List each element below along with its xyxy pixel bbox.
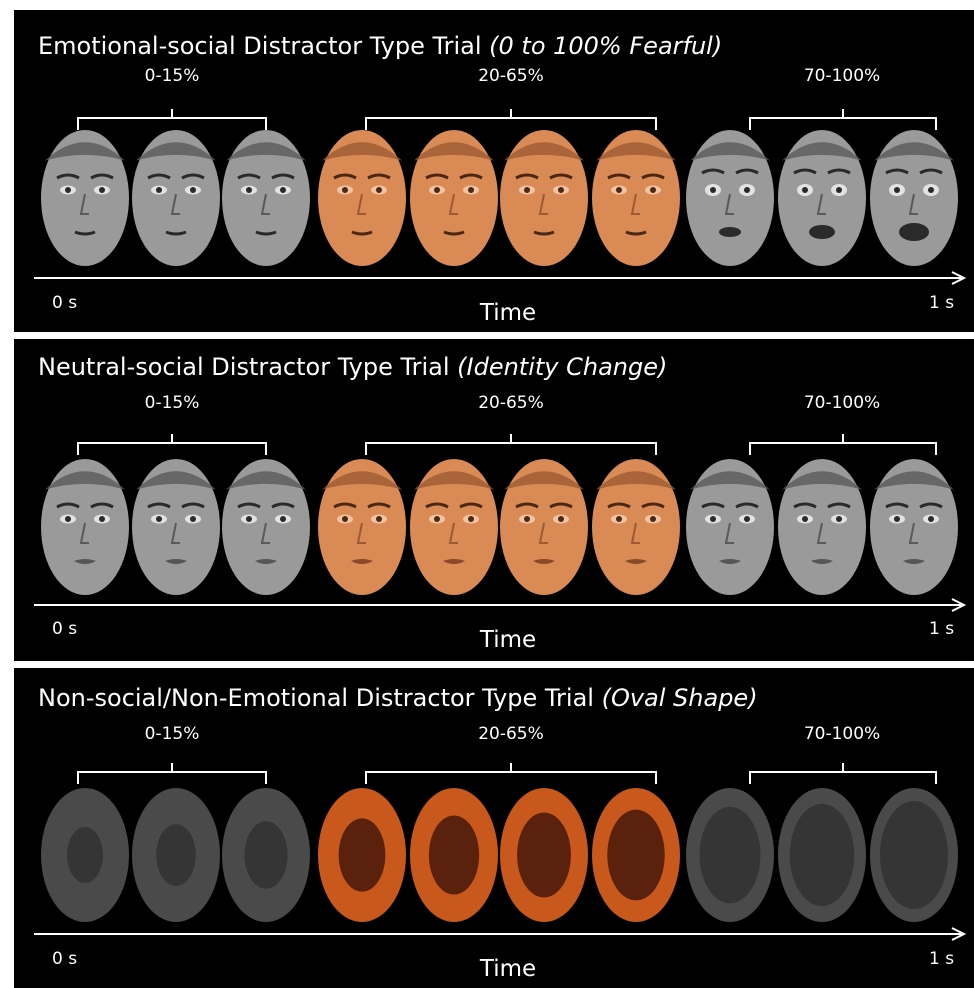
oval-stimulus	[778, 788, 866, 922]
panel-title: Emotional-social Distractor Type Trial (…	[38, 32, 723, 60]
oval-stimulus	[592, 788, 680, 922]
oval-stimulus	[318, 788, 406, 922]
group-bracket	[77, 763, 267, 784]
arrowhead-icon	[951, 598, 967, 612]
stimulus-sequence	[34, 434, 967, 612]
face-stimulus	[41, 459, 129, 595]
face-stimulus	[686, 130, 774, 266]
face-stimulus	[686, 459, 774, 595]
group-label-mid: 20-65%	[478, 66, 544, 86]
oval-stimulus	[870, 788, 958, 922]
time-end-label: 1 s	[929, 619, 955, 639]
group-bracket	[365, 109, 657, 130]
oval-stimulus	[41, 788, 129, 922]
face-stimulus	[870, 130, 958, 266]
face-stimulus	[592, 459, 680, 595]
group-label-high: 70-100%	[803, 724, 881, 744]
panel-title: Non-social/Non-Emotional Distractor Type…	[38, 684, 758, 712]
oval-stimulus	[132, 788, 220, 922]
face-stimulus	[410, 130, 498, 266]
face-stimulus	[870, 459, 958, 595]
face-stimulus	[222, 130, 310, 266]
stimulus-sequence	[34, 109, 967, 285]
group-label-low: 0-15%	[144, 393, 200, 413]
group-label-low: 0-15%	[144, 66, 200, 86]
non-social-panel: Non-social/Non-Emotional Distractor Type…	[14, 668, 974, 988]
group-bracket	[77, 109, 267, 130]
oval-stimulus	[686, 788, 774, 922]
oval-stimulus	[222, 788, 310, 922]
group-bracket	[365, 434, 657, 455]
group-bracket	[749, 109, 937, 130]
group-label-high: 70-100%	[803, 393, 881, 413]
face-stimulus	[410, 459, 498, 595]
arrowhead-icon	[951, 271, 967, 285]
group-bracket	[749, 434, 937, 455]
time-axis-label: Time	[479, 627, 537, 653]
face-stimulus	[500, 130, 588, 266]
time-start-label: 0 s	[52, 293, 78, 313]
face-stimulus	[318, 130, 406, 266]
face-stimulus	[592, 130, 680, 266]
time-axis-label: Time	[479, 956, 537, 982]
time-end-label: 1 s	[929, 293, 955, 313]
face-stimulus	[132, 130, 220, 266]
face-stimulus	[500, 459, 588, 595]
group-label-mid: 20-65%	[478, 393, 544, 413]
face-stimulus	[318, 459, 406, 595]
group-bracket	[365, 763, 657, 784]
group-bracket	[77, 434, 267, 455]
oval-stimulus	[410, 788, 498, 922]
face-stimulus	[41, 130, 129, 266]
stimulus-sequence	[34, 763, 967, 941]
neutral-social-panel: Neutral-social Distractor Type Trial (Id…	[14, 339, 974, 661]
time-start-label: 0 s	[52, 619, 78, 639]
emotional-social-panel: Emotional-social Distractor Type Trial (…	[14, 10, 974, 332]
face-stimulus	[778, 459, 866, 595]
arrowhead-icon	[951, 927, 967, 941]
group-label-mid: 20-65%	[478, 724, 544, 744]
group-bracket	[749, 763, 937, 784]
group-label-high: 70-100%	[803, 66, 881, 86]
time-start-label: 0 s	[52, 949, 78, 969]
time-end-label: 1 s	[929, 949, 955, 969]
panel-title: Neutral-social Distractor Type Trial (Id…	[38, 353, 668, 381]
time-axis-label: Time	[479, 300, 537, 326]
oval-stimulus	[500, 788, 588, 922]
face-stimulus	[778, 130, 866, 266]
face-stimulus	[222, 459, 310, 595]
group-label-low: 0-15%	[144, 724, 200, 744]
face-stimulus	[132, 459, 220, 595]
